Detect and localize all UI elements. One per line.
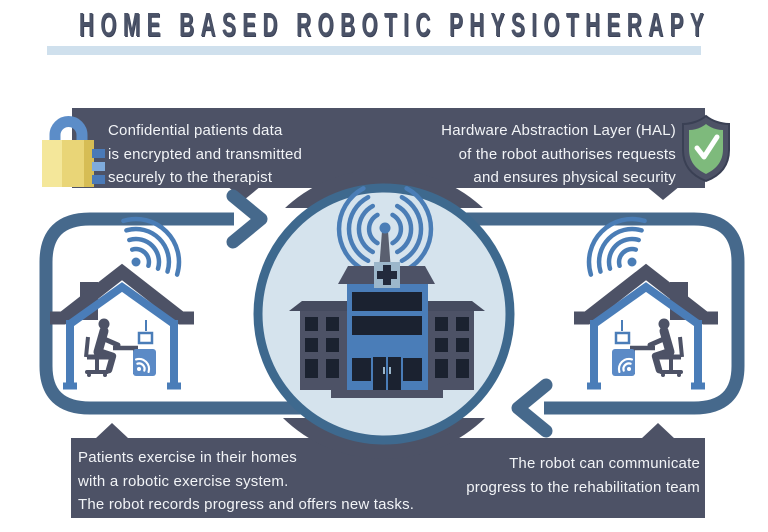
tower-window — [352, 358, 371, 381]
bottom-right-caption: The robot can communicate progress to th… — [466, 452, 700, 499]
tower-window — [352, 292, 422, 311]
caption-line: Hardware Abstraction Layer (HAL) — [441, 122, 676, 139]
wifi-signal-icon — [336, 186, 434, 272]
page-title-block: HOME BASED ROBOTIC PHYSIOTHERAPY — [0, 5, 768, 58]
caption-line: with a robotic exercise system. — [78, 472, 289, 490]
arrow-right-icon — [226, 189, 268, 249]
caption-line: securely to the therapist — [108, 169, 273, 186]
caption-line: and ensures physical security — [473, 169, 676, 186]
shield-check-icon — [682, 114, 730, 183]
caption-line: Patients exercise in their homes — [78, 449, 297, 466]
bottom-left-caption: Patients exercise in their homes with a … — [78, 446, 414, 517]
hospital-building-icon — [289, 186, 485, 398]
bottom-banner-pointer-right — [641, 423, 675, 439]
caption-line: The robot records progress and offers ne… — [78, 496, 415, 513]
flow-loop-right — [458, 212, 745, 438]
caption-line: is encrypted and transmitted — [108, 145, 303, 163]
wing-roof — [289, 301, 347, 311]
wing-roof — [427, 301, 485, 311]
lock-icon — [42, 116, 105, 187]
antenna-dot — [379, 222, 391, 234]
top-left-caption: Confidential patients data is encrypted … — [108, 119, 302, 190]
house-left — [50, 219, 194, 386]
hospital-base — [331, 390, 443, 398]
tower-window — [352, 316, 422, 335]
title-underline — [47, 46, 701, 55]
caption-line: The robot can communicate — [509, 455, 700, 472]
wing-windows — [305, 317, 469, 378]
tower-window — [403, 358, 422, 381]
house-right — [574, 219, 718, 386]
arrow-left-icon — [511, 378, 553, 438]
top-right-caption: Hardware Abstraction Layer (HAL) of the … — [441, 119, 676, 190]
flow-loop-left — [39, 189, 326, 415]
caption-line: of the robot authorises requests — [458, 145, 676, 163]
hospital-doors — [373, 357, 401, 390]
caption-line: Confidential patients data — [108, 122, 283, 139]
top-banner-pointer-left — [227, 186, 261, 200]
caption-line: progress to the rehabilitation team — [466, 478, 700, 496]
bottom-banner-pointer-left — [95, 423, 129, 439]
top-banner-pointer-right — [646, 186, 680, 200]
medical-cross-icon — [374, 262, 400, 288]
page-title: HOME BASED ROBOTIC PHYSIOTHERAPY — [78, 4, 711, 44]
